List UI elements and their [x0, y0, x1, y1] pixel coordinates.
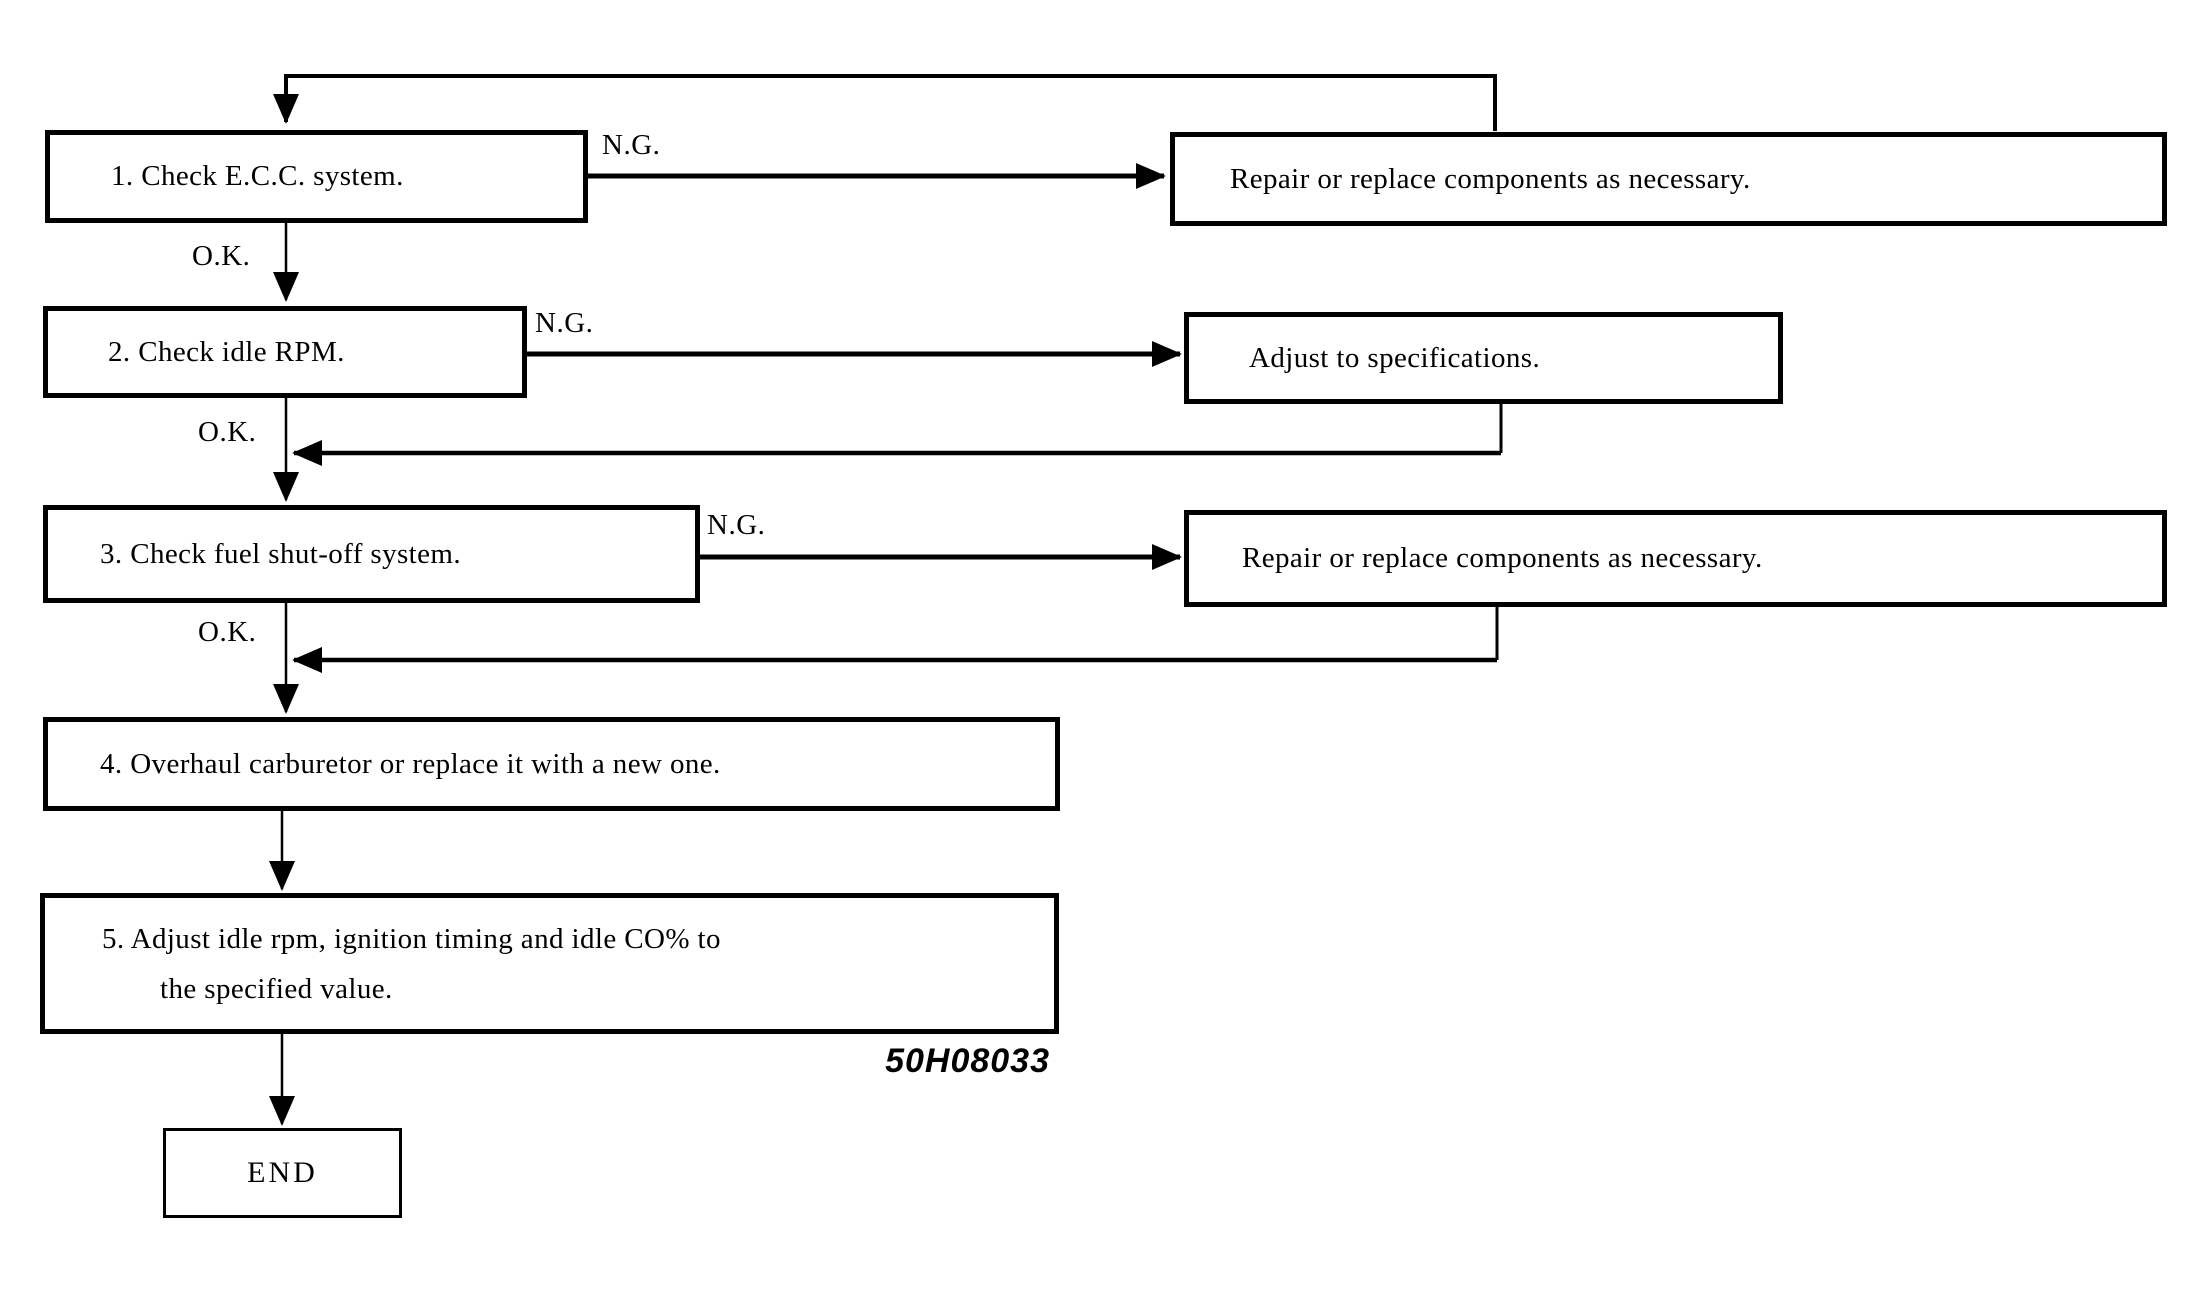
ng-label-2: N.G.	[535, 307, 594, 339]
action-repair-2-label: Repair or replace components as necessar…	[1242, 542, 1763, 574]
end-label: END	[247, 1156, 318, 1189]
step-5-label-line1: 5. Adjust idle rpm, ignition timing and …	[102, 922, 721, 955]
step-5-label-line2: the specified value.	[160, 972, 393, 1005]
action-box-adjust: Adjust to specifications.	[1184, 312, 1783, 404]
step-5-box: 5. Adjust idle rpm, ignition timing and …	[40, 893, 1059, 1034]
step-3-box: 3. Check fuel shut-off system.	[43, 505, 700, 603]
ok-label-1: O.K.	[192, 240, 251, 272]
ng-label-3: N.G.	[707, 509, 766, 541]
step-2-label: 2. Check idle RPM.	[108, 335, 345, 368]
ok-label-2: O.K.	[198, 416, 257, 448]
step-2-box: 2. Check idle RPM.	[43, 306, 527, 398]
end-box: END	[163, 1128, 402, 1218]
step-4-box: 4. Overhaul carburetor or replace it wit…	[43, 717, 1060, 811]
action-box-repair-1: Repair or replace components as necessar…	[1170, 132, 2167, 226]
action-box-repair-2: Repair or replace components as necessar…	[1184, 510, 2167, 607]
ng-label-1: N.G.	[602, 129, 661, 161]
step-1-label: 1. Check E.C.C. system.	[111, 160, 404, 192]
step-1-box: 1. Check E.C.C. system.	[45, 130, 588, 223]
step-3-label: 3. Check fuel shut-off system.	[100, 537, 462, 570]
figure-code: 50H08033	[885, 1042, 1050, 1080]
connector-feedback-top	[273, 74, 1497, 131]
ok-label-3: O.K.	[198, 616, 257, 648]
action-repair-1-label: Repair or replace components as necessar…	[1230, 162, 1751, 195]
step-4-label: 4. Overhaul carburetor or replace it wit…	[100, 747, 721, 780]
action-adjust-label: Adjust to specifications.	[1249, 341, 1541, 374]
